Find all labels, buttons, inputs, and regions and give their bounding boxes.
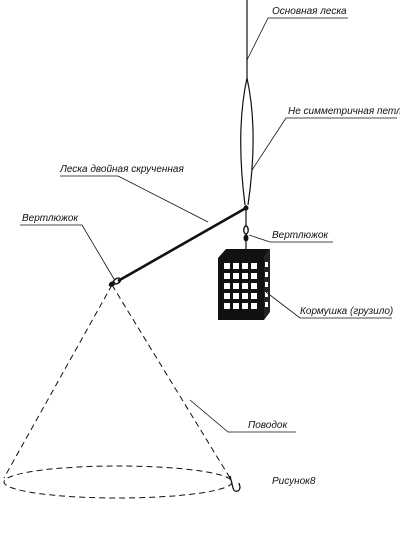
callout-feeder: [265, 291, 392, 319]
callout-swivel-right: [248, 234, 333, 243]
label-feeder: Кормушка (грузило): [300, 306, 393, 317]
swivel-right: [243, 225, 249, 249]
callout-main-line: [246, 17, 348, 61]
double-twisted-line: [117, 206, 247, 283]
callout-double-twisted: [60, 175, 209, 223]
swivel-left: [108, 277, 122, 287]
label-figure: Рисунок8: [272, 476, 316, 487]
label-main-line: Основная леска: [272, 6, 347, 17]
hook-icon: [229, 475, 241, 492]
callout-swivel-left: [20, 224, 115, 280]
callout-leader: [189, 399, 296, 433]
leader-cone-right: [111, 284, 231, 479]
label-swivel-right: Вертлюжок: [272, 230, 329, 241]
label-leader: Поводок: [248, 420, 288, 431]
label-swivel-left: Вертлюжок: [22, 213, 79, 224]
loop-right-strand: [246, 77, 254, 206]
callout-asym-loop: [251, 117, 397, 171]
leader-circle: [3, 465, 233, 499]
leader-cone-left: [3, 284, 113, 479]
loop-left-strand: [240, 77, 248, 206]
label-double-twisted: Леска двойная скрученная: [59, 164, 184, 175]
feeder-cage: [218, 249, 270, 320]
label-asym-loop: Не симметричная петля: [288, 106, 400, 117]
